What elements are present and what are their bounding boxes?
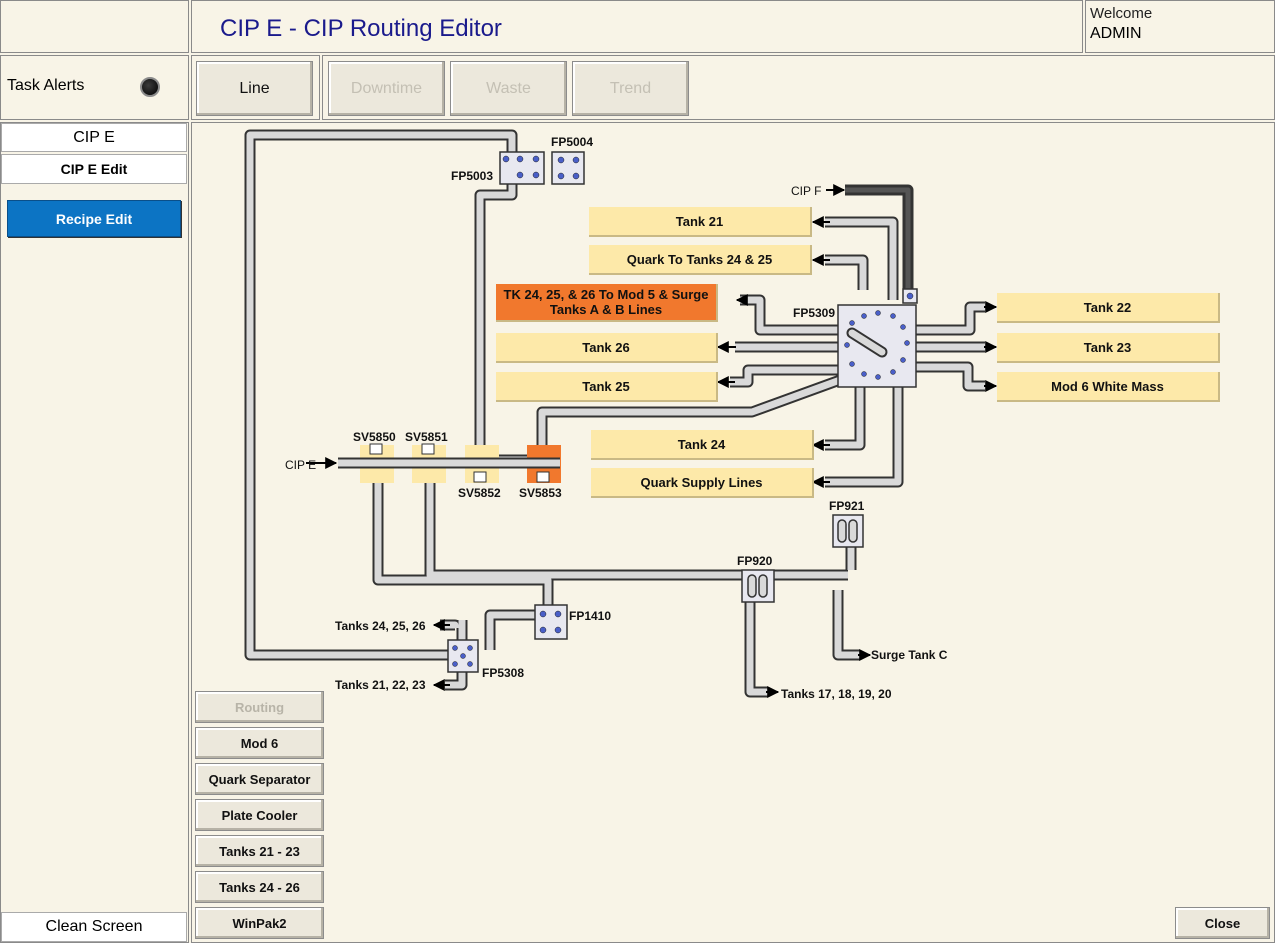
dest-mod-6-white-mass[interactable]: Mod 6 White Mass xyxy=(997,372,1220,402)
header-title-panel: CIP E - CIP Routing Editor xyxy=(191,0,1083,53)
label-tanks-24-25-26: Tanks 24, 25, 26 xyxy=(335,619,426,633)
task-alerts-label: Task Alerts xyxy=(7,77,85,94)
line-button[interactable]: Line xyxy=(196,61,313,116)
welcome-panel: Welcome ADMIN xyxy=(1085,0,1275,53)
label-cip-f: CIP F xyxy=(791,184,822,198)
sidebar-item-cip-e-edit[interactable]: CIP E Edit xyxy=(1,154,187,184)
label-fp5309: FP5309 xyxy=(793,306,836,320)
clean-screen-button[interactable]: Clean Screen xyxy=(1,912,187,942)
downtime-button[interactable]: Downtime xyxy=(328,61,445,116)
dest-quark-to-tanks-24-25[interactable]: Quark To Tanks 24 & 25 xyxy=(589,245,812,275)
dest-tank-26[interactable]: Tank 26 xyxy=(496,333,718,363)
dest-tank-24[interactable]: Tank 24 xyxy=(591,430,814,460)
label-tanks-21-22-23: Tanks 21, 22, 23 xyxy=(335,678,426,692)
routing-button[interactable]: Routing xyxy=(195,691,324,723)
dest-tank-23[interactable]: Tank 23 xyxy=(997,333,1220,363)
dest-quark-supply-lines[interactable]: Quark Supply Lines xyxy=(591,468,814,498)
sidebar-item-cip-e[interactable]: CIP E xyxy=(1,123,187,152)
label-fp921: FP921 xyxy=(829,499,865,513)
label-fp5004: FP5004 xyxy=(551,135,594,149)
recipe-edit-button[interactable]: Recipe Edit xyxy=(7,200,181,237)
label-fp920: FP920 xyxy=(737,554,773,568)
tanks-21-23-button[interactable]: Tanks 21 - 23 xyxy=(195,835,324,867)
label-surge-tank-c: Surge Tank C xyxy=(871,648,948,662)
sidebar xyxy=(0,122,189,943)
label-fp1410: FP1410 xyxy=(569,609,612,623)
label-sv5853: SV5853 xyxy=(519,486,562,500)
label-sv5852: SV5852 xyxy=(458,486,501,500)
close-button[interactable]: Close xyxy=(1175,907,1270,939)
user-name: ADMIN xyxy=(1090,25,1142,42)
label-sv5851: SV5851 xyxy=(405,430,448,444)
header-left-blank xyxy=(0,0,189,53)
mod-6-button[interactable]: Mod 6 xyxy=(195,727,324,759)
dest-tank-21[interactable]: Tank 21 xyxy=(589,207,812,237)
trend-button[interactable]: Trend xyxy=(572,61,689,116)
dest-tk-24-25-26-to-mod5[interactable]: TK 24, 25, & 26 To Mod 5 & Surge Tanks A… xyxy=(496,284,718,322)
waste-button[interactable]: Waste xyxy=(450,61,567,116)
quark-separator-button[interactable]: Quark Separator xyxy=(195,763,324,795)
tanks-24-26-button[interactable]: Tanks 24 - 26 xyxy=(195,871,324,903)
label-fp5308: FP5308 xyxy=(482,666,525,680)
page-title: CIP E - CIP Routing Editor xyxy=(220,15,502,42)
dest-tank-22[interactable]: Tank 22 xyxy=(997,293,1220,323)
label-tanks-17-20: Tanks 17, 18, 19, 20 xyxy=(781,687,892,701)
plate-cooler-button[interactable]: Plate Cooler xyxy=(195,799,324,831)
label-cip-e: CIP E xyxy=(285,458,317,472)
label-fp5003: FP5003 xyxy=(451,169,494,183)
label-sv5850: SV5850 xyxy=(353,430,396,444)
alert-indicator-icon[interactable] xyxy=(140,77,160,97)
dest-tank-25[interactable]: Tank 25 xyxy=(496,372,718,402)
welcome-label: Welcome xyxy=(1090,5,1153,22)
winpak2-button[interactable]: WinPak2 xyxy=(195,907,324,939)
